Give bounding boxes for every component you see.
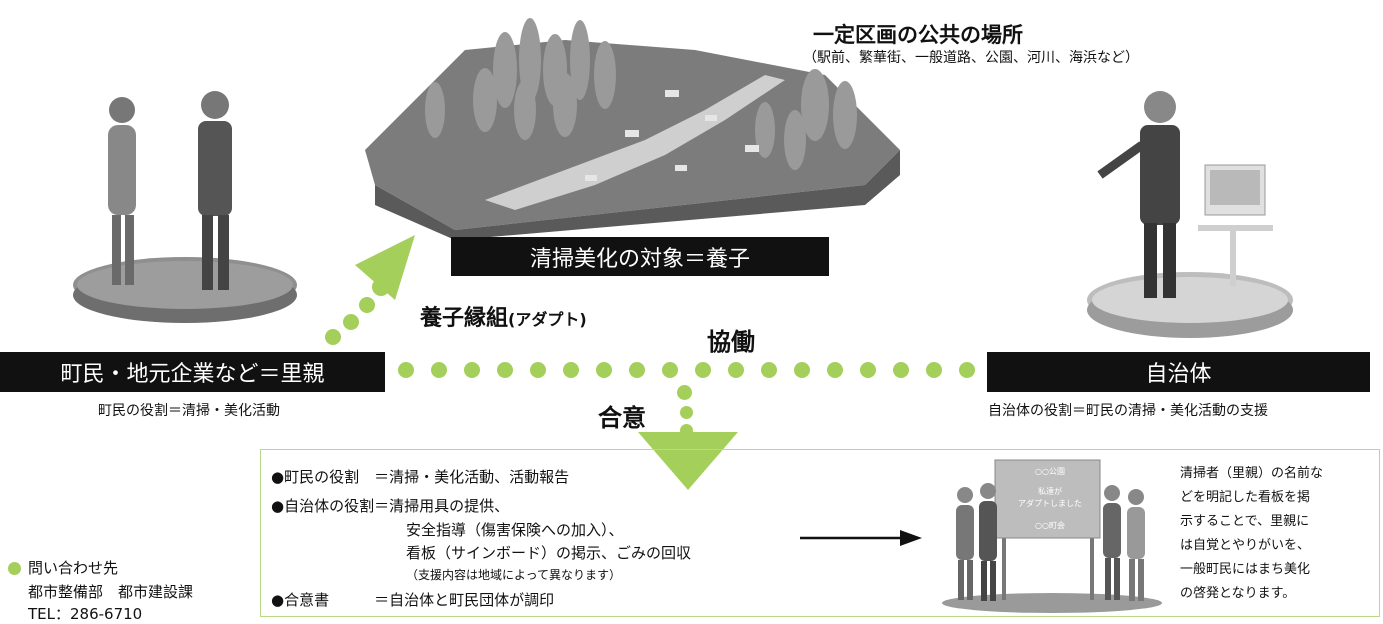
collab-label: 協働 [707,328,755,356]
place-title: 一定区画の公共の場所 [813,23,1023,47]
adopt-label: 養子縁組(アダプト) [420,300,587,332]
sign-text-4: ○○町会 [1035,521,1065,530]
landscape-illustration [365,18,900,240]
municipality-label-text: 自治体 [1145,362,1212,387]
townspeople-illustration [73,91,297,323]
target-label: 清掃美化の対象＝養子 [451,237,829,276]
contact-title: 問い合わせ先 [28,559,119,577]
target-label-text: 清掃美化の対象＝養子 [529,246,750,272]
sign-desc-line: どを明記した看板を掲 [1180,490,1311,505]
sign-text-3: アダプトしました [1018,499,1082,508]
adopt-label-main: 養子縁組 [420,306,509,331]
agreement-line-4: 看板（サインボード）の掲示、ごみの回収 [406,544,692,562]
sign-text-1: ○○公園 [1035,467,1065,476]
sign-desc-line: 示することで、里親に [1180,514,1310,529]
contact-tel: TEL：286-6710 [28,605,143,623]
sign-desc-line: の啓発となります。 [1180,586,1296,601]
agreement-line-2: ●自治体の役割＝清掃用具の提供、 [271,497,510,515]
agreement-line-5: （支援内容は地域によって異なります） [406,568,622,582]
agreement-line-3: 安全指導（傷害保険への加入）、 [406,521,624,539]
satooya-label: 町民・地元企業など＝里親 [0,352,385,392]
satooya-label-text: 町民・地元企業など＝里親 [60,362,325,387]
agreement-line-1: ●町民の役割 ＝清掃・美化活動、活動報告 [271,468,570,486]
sign-illustration [942,459,1162,613]
agreement-line-6: ●合意書 ＝自治体と町民団体が調印 [271,591,555,609]
agree-label: 合意 [598,404,646,432]
agree-arrow-icon [638,432,738,490]
agreement-box [260,449,1380,617]
contact-bullet-icon [8,562,21,575]
municipality-role: 自治体の役割＝町民の清掃・美化活動の支援 [988,403,1268,419]
contact-dept: 都市整備部 都市建設課 [28,583,194,601]
right-arrow-icon [800,530,922,546]
place-subtitle: （駅前、繁華街、一般道路、公園、河川、海浜など） [803,50,1139,66]
satooya-role: 町民の役割＝清掃・美化活動 [98,403,280,419]
sign-desc-line: 一般町民にはまち美化 [1180,562,1311,577]
sign-desc-line: は自覚とやりがいを、 [1180,538,1311,553]
adopt-label-paren: (アダプト) [508,310,587,329]
municipality-label: 自治体 [987,352,1370,392]
sign-description: 清掃者（里親）の名前な どを明記した看板を掲 示することで、里親に は自覚とやり… [1180,462,1323,606]
official-illustration [1087,91,1293,338]
adopt-arrow-icon [325,235,415,345]
sign-text-2: 私達が [1038,487,1062,496]
sign-desc-line: 清掃者（里親）の名前な [1180,466,1324,481]
